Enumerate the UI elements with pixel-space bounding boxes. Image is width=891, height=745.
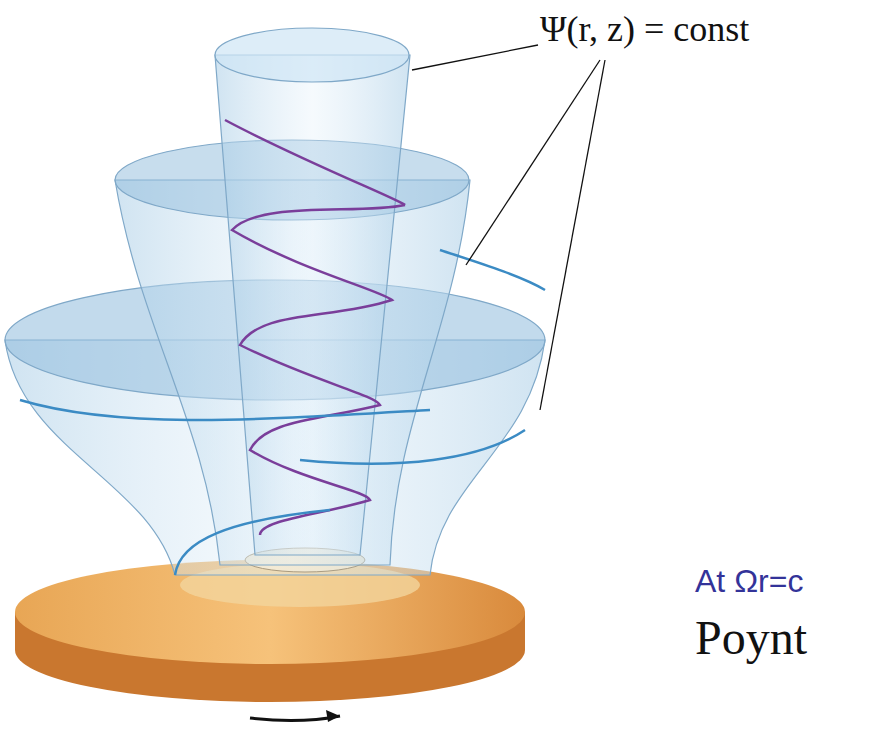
- inner-flux-surface: [215, 28, 410, 555]
- condition-label: At Ωr=c: [695, 563, 803, 600]
- heading-fragment: Poynt: [695, 610, 807, 665]
- helical-field-lines: [20, 120, 545, 575]
- equation-label: Ψ(r, z) = const: [540, 8, 749, 50]
- leader-lines: [412, 45, 605, 410]
